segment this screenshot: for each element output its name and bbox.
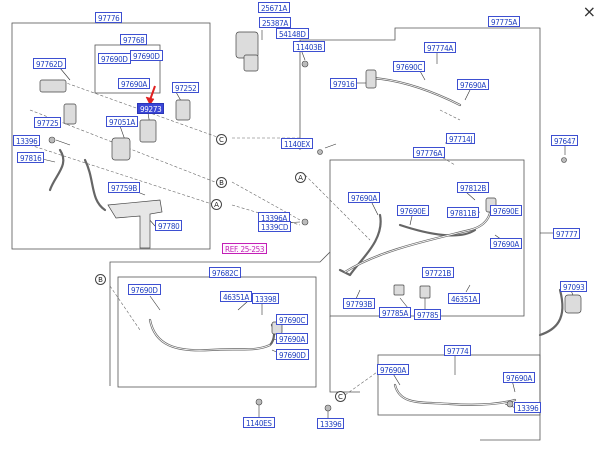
section-marker-b: B	[95, 274, 106, 285]
part-label[interactable]: 97816	[17, 152, 45, 163]
part-label[interactable]: 97051A	[106, 116, 139, 127]
part-label[interactable]: 11403B	[293, 41, 326, 52]
section-marker-a: A	[211, 199, 222, 210]
part-label[interactable]: 97785	[414, 309, 442, 320]
part-label[interactable]: 97780	[155, 220, 183, 231]
part-label[interactable]: 97647	[551, 135, 579, 146]
part-label[interactable]: 97690E	[397, 205, 429, 216]
part-label[interactable]: 97690D	[276, 349, 309, 360]
close-icon[interactable]: ×	[582, 2, 596, 21]
part-label[interactable]: 1140ES	[243, 417, 275, 428]
part-label[interactable]: 46351A	[448, 293, 481, 304]
part-label[interactable]: 13396	[317, 418, 345, 429]
section-marker-c: C	[216, 134, 227, 145]
part-label[interactable]: 97774	[444, 345, 472, 356]
part-label[interactable]: 97690C	[393, 61, 426, 72]
part-label[interactable]: 97768	[120, 34, 148, 45]
part-label[interactable]: 54148D	[276, 28, 309, 39]
part-label[interactable]: 97725	[34, 117, 62, 128]
part-label[interactable]: 97690D	[130, 50, 163, 61]
section-marker-a: A	[295, 172, 306, 183]
part-label[interactable]: 25387A	[259, 17, 292, 28]
part-label[interactable]: 97690A	[377, 364, 410, 375]
part-label[interactable]: 46351A	[220, 291, 253, 302]
part-label[interactable]: 97690D	[128, 284, 161, 295]
part-label[interactable]: 97916	[330, 78, 358, 89]
part-label[interactable]: 97690A	[490, 238, 523, 249]
part-label[interactable]: 13396	[514, 402, 542, 413]
part-label[interactable]: 97759B	[108, 182, 141, 193]
part-label[interactable]: 25671A	[258, 2, 291, 13]
part-label[interactable]: 97690A	[457, 79, 490, 90]
part-label[interactable]: 97682C	[209, 267, 242, 278]
part-label[interactable]: 97690A	[118, 78, 151, 89]
part-label-highlighted[interactable]: 99273	[137, 103, 165, 114]
part-label[interactable]: 97714J	[446, 133, 476, 144]
part-label[interactable]: 1339CD	[258, 221, 292, 232]
part-label[interactable]: 13396	[13, 135, 41, 146]
part-label[interactable]: 97690A	[276, 333, 309, 344]
part-label[interactable]: 97690D	[98, 53, 131, 64]
part-label[interactable]: 97690E	[490, 205, 522, 216]
part-label[interactable]: 97793B	[343, 298, 376, 309]
part-label[interactable]: 13398	[252, 293, 280, 304]
part-label[interactable]: 97812B	[457, 182, 490, 193]
part-label[interactable]: 97252	[172, 82, 200, 93]
part-label[interactable]: 97690A	[348, 192, 381, 203]
reference-link[interactable]: REF. 25-253	[222, 243, 268, 254]
part-label[interactable]: 97811B	[447, 207, 480, 218]
part-label[interactable]: 97690A	[503, 372, 536, 383]
part-label[interactable]: 97776	[95, 12, 123, 23]
part-label[interactable]: 97776A	[413, 147, 446, 158]
section-marker-b: B	[216, 177, 227, 188]
part-label[interactable]: 97762D	[33, 58, 66, 69]
part-label[interactable]: 97785A	[379, 307, 412, 318]
part-label[interactable]: 97774A	[424, 42, 457, 53]
part-label[interactable]: 97690C	[276, 314, 309, 325]
section-marker-c: C	[335, 391, 346, 402]
part-label[interactable]: 97777	[553, 228, 581, 239]
part-label[interactable]: 97093	[560, 281, 588, 292]
part-label[interactable]: 97721B	[422, 267, 455, 278]
part-label[interactable]: 97775A	[488, 16, 521, 27]
part-label[interactable]: 1140EX	[281, 138, 313, 149]
